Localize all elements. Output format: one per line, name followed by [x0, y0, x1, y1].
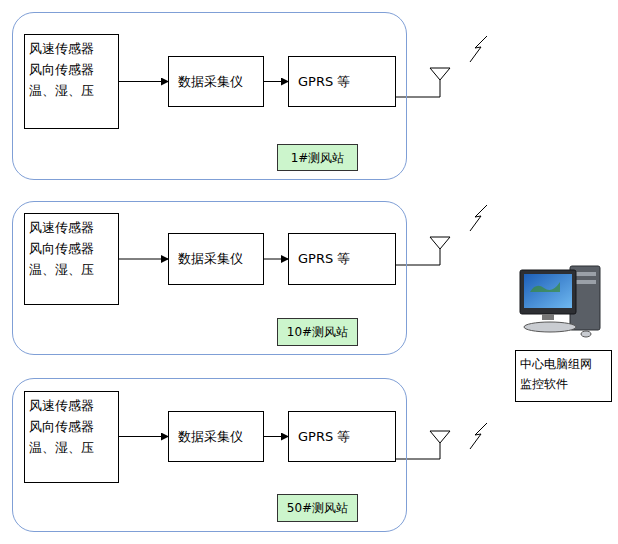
- box-text: 温、湿、压: [25, 259, 118, 280]
- box-text: GPRS 等: [289, 250, 350, 268]
- box-text: 数据采集仪: [169, 250, 243, 268]
- box-text: 温、湿、压: [25, 80, 118, 101]
- flow-arrow: [264, 259, 288, 260]
- process-box: GPRS 等: [288, 233, 396, 285]
- station-label: 50#测风站: [277, 494, 358, 522]
- box-text: GPRS 等: [289, 428, 350, 446]
- box-text: 数据采集仪: [169, 428, 243, 446]
- process-box: GPRS 等: [288, 411, 396, 462]
- box-text: 风速传感器: [25, 217, 118, 238]
- box-text: 中心电脑组网 监控软件: [516, 351, 611, 397]
- antenna-symbol: [395, 36, 487, 459]
- process-box: GPRS 等: [288, 56, 396, 107]
- sensor-list: 风速传感器风向传感器温、湿、压: [25, 35, 118, 101]
- computer-icon: [520, 266, 600, 337]
- box-text: 风向传感器: [25, 59, 118, 80]
- sensor-box: 风速传感器风向传感器温、湿、压: [24, 213, 119, 305]
- box-text: 风速传感器: [25, 395, 118, 416]
- box-text: 风向传感器: [25, 238, 118, 259]
- station-panel: 1#测风站风速传感器风向传感器温、湿、压数据采集仪GPRS 等: [12, 12, 407, 180]
- station-panel: 10#测风站风速传感器风向传感器温、湿、压数据采集仪GPRS 等: [12, 201, 407, 355]
- sensor-box: 风速传感器风向传感器温、湿、压: [24, 34, 119, 129]
- box-text: 温、湿、压: [25, 437, 118, 458]
- box-text: 风向传感器: [25, 416, 118, 437]
- process-box: 数据采集仪: [168, 411, 264, 462]
- process-box: 数据采集仪: [168, 56, 264, 107]
- box-text: GPRS 等: [289, 73, 350, 91]
- station-label: 10#测风站: [277, 318, 358, 346]
- station-label: 1#测风站: [277, 144, 358, 171]
- sensor-list: 风速传感器风向传感器温、湿、压: [25, 392, 118, 458]
- box-text: 数据采集仪: [169, 73, 243, 91]
- flow-arrow: [119, 436, 168, 437]
- sensor-box: 风速传感器风向传感器温、湿、压: [24, 391, 119, 483]
- monitor-box: 中心电脑组网 监控软件: [515, 350, 612, 402]
- sensor-list: 风速传感器风向传感器温、湿、压: [25, 214, 118, 280]
- flow-arrow: [119, 81, 168, 82]
- flow-arrow: [264, 436, 288, 437]
- station-panel: 50#测风站风速传感器风向传感器温、湿、压数据采集仪GPRS 等: [12, 378, 407, 532]
- process-box: 数据采集仪: [168, 233, 264, 285]
- box-text: 风速传感器: [25, 38, 118, 59]
- flow-arrow: [264, 81, 288, 82]
- flow-arrow: [119, 259, 168, 260]
